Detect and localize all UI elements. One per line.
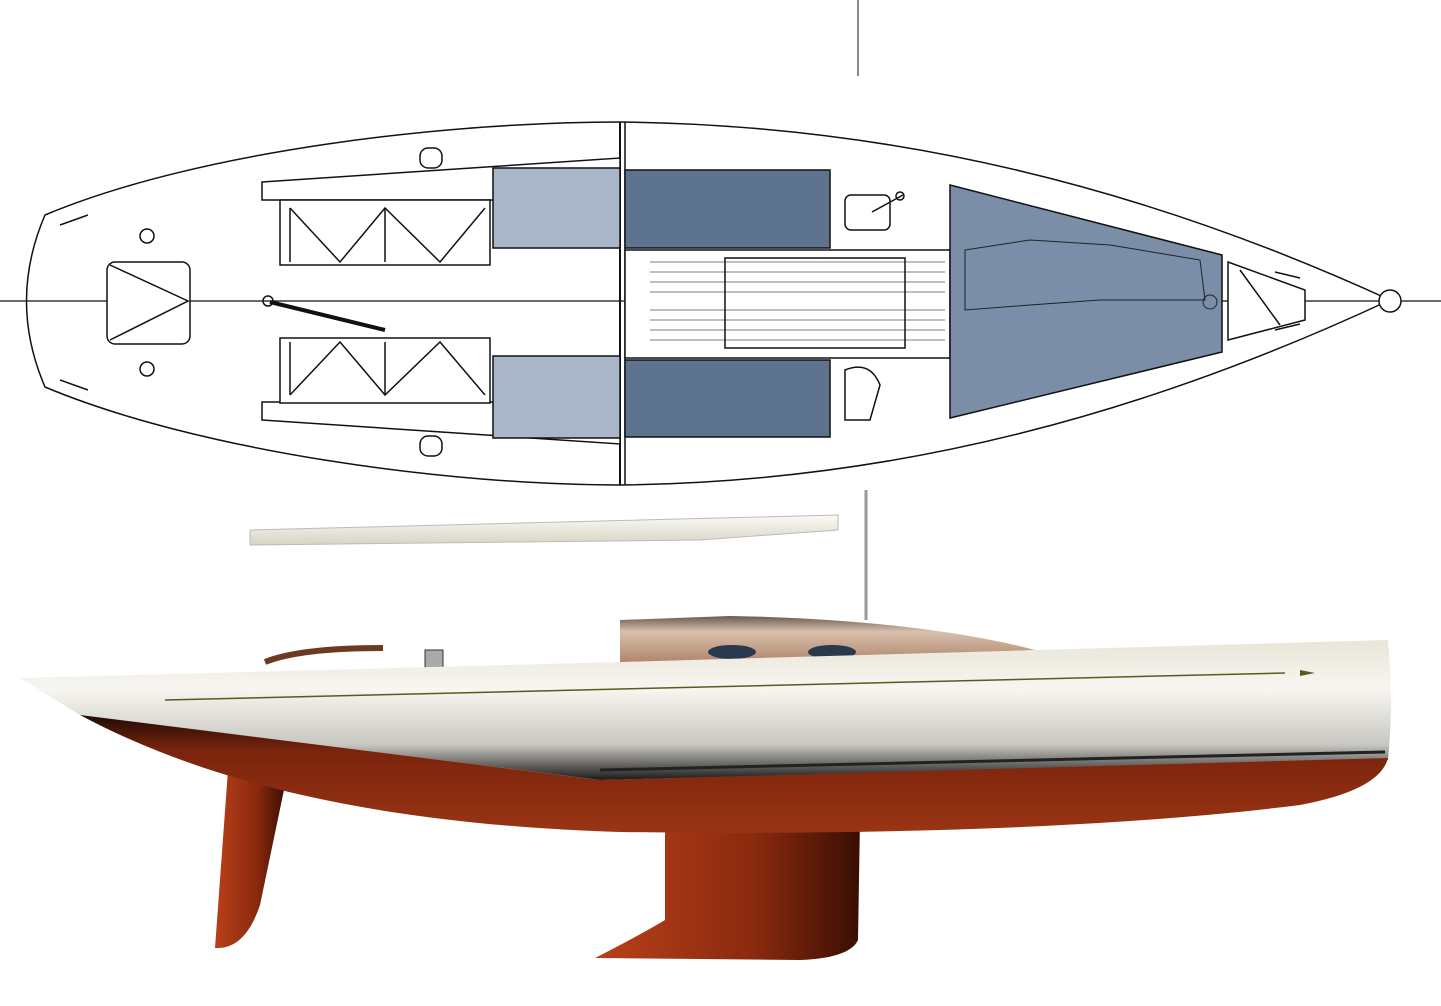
human-figure: [964, 239, 1218, 311]
keel: [595, 820, 860, 960]
side-profile-view: [20, 490, 1391, 960]
light-seat-panel: [492, 167, 621, 249]
boom: [249, 514, 839, 546]
forestay-fitting: [1378, 289, 1402, 313]
dark-berth-panel: [624, 359, 831, 438]
sheer-stripe: [164, 672, 1286, 701]
dark-berth-panel: [624, 169, 831, 249]
hull-bottom: [80, 715, 1388, 833]
deck-fitting: [139, 228, 155, 244]
hatch-rail: [263, 645, 384, 665]
deck-fitting: [139, 361, 155, 377]
boot-stripe: [599, 750, 1386, 772]
deck-plan-view: [0, 0, 1441, 486]
rudder: [215, 770, 285, 949]
cabin-sole: [624, 249, 951, 359]
porthole: [708, 645, 756, 659]
hull-topside: [20, 640, 1391, 780]
porthole: [808, 645, 856, 659]
cleat-icon: [59, 214, 1301, 391]
sheer-arrow-icon: [1300, 670, 1315, 676]
light-seat-panel: [492, 355, 621, 439]
stern-hatch: [106, 261, 191, 345]
